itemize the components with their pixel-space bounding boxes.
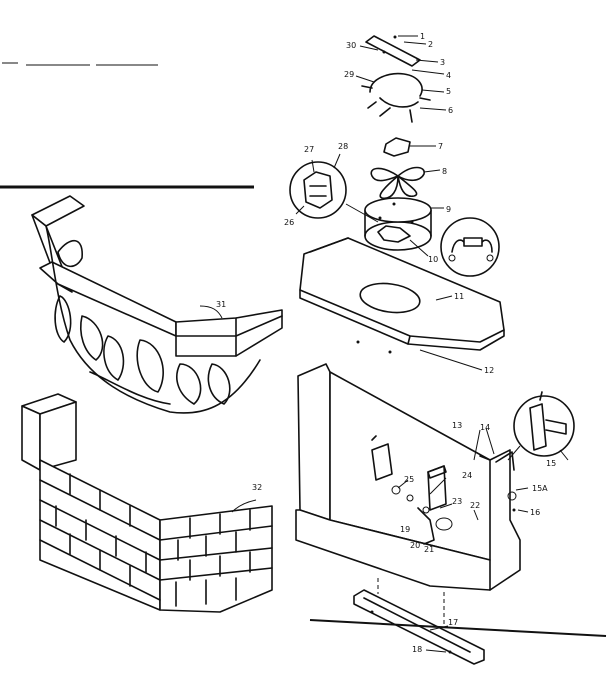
top-bracket-1-4 xyxy=(359,35,445,75)
deflector-panel-11 xyxy=(299,237,505,371)
brick-base-32 xyxy=(21,393,273,613)
inset-detail-26-28 xyxy=(289,153,379,223)
part-number-4: 4 xyxy=(446,71,451,80)
header-rules xyxy=(0,62,254,189)
part-number-25: 25 xyxy=(404,475,414,484)
motor-mount-5-6 xyxy=(355,72,447,123)
wire-harness-inset xyxy=(440,217,500,277)
part-number-21: 21 xyxy=(424,545,434,554)
part-number-32: 32 xyxy=(252,483,262,492)
part-number-23: 23 xyxy=(452,497,462,506)
part-number-20: 20 xyxy=(410,541,420,550)
fan-blade-8 xyxy=(370,166,441,200)
part-number-30: 30 xyxy=(346,41,356,50)
part-number-24: 24 xyxy=(462,471,472,480)
part-number-28: 28 xyxy=(338,142,348,151)
part-number-3: 3 xyxy=(440,58,445,67)
part-number-6: 6 xyxy=(448,106,453,115)
part-number-26: 26 xyxy=(284,218,294,227)
part-number-5: 5 xyxy=(446,87,451,96)
part-number-11: 11 xyxy=(454,292,464,301)
part-number-10: 10 xyxy=(428,255,438,264)
part-number-22: 22 xyxy=(470,501,480,510)
log-rail-31 xyxy=(31,195,283,414)
inset-detail-15 xyxy=(507,391,575,461)
firebox-shell-13 xyxy=(295,363,529,591)
motor-7 xyxy=(383,137,436,157)
part-number-13: 13 xyxy=(452,421,462,430)
part-number-15a: 15A xyxy=(532,484,548,493)
part-number-31: 31 xyxy=(216,300,226,309)
part-number-9: 9 xyxy=(446,205,451,214)
bottom-rail-17 xyxy=(309,578,607,665)
part-number-17: 17 xyxy=(448,618,458,627)
part-number-14: 14 xyxy=(480,423,490,432)
part-number-16: 16 xyxy=(530,508,540,517)
part-number-29: 29 xyxy=(344,70,354,79)
part-number-15: 15 xyxy=(546,459,556,468)
fan-housing-9-10 xyxy=(364,197,444,257)
part-number-18: 18 xyxy=(412,645,422,654)
part-number-27: 27 xyxy=(304,145,314,154)
part-number-19: 19 xyxy=(400,525,410,534)
part-number-7: 7 xyxy=(438,142,443,151)
part-number-2: 2 xyxy=(428,40,433,49)
part-number-8: 8 xyxy=(442,167,447,176)
part-number-12: 12 xyxy=(484,366,494,375)
part-number-1: 1 xyxy=(420,32,425,41)
